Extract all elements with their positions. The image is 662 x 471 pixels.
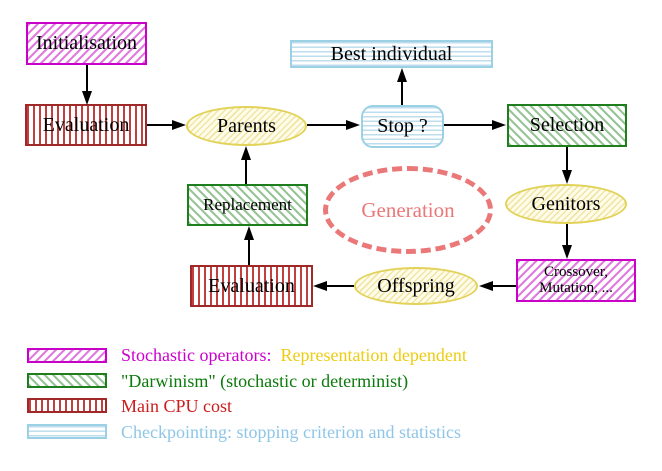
legend-label-cpu-cost: Main CPU cost (121, 396, 233, 416)
arrow-genitors-to-crossover-head (562, 245, 572, 259)
arrow-evaluation-to-replacement-line (248, 240, 250, 265)
node-offspring: Offspring (354, 267, 478, 305)
node-evaluation-top: Evaluation (25, 104, 147, 146)
arrow-selection-to-genitors-head (562, 170, 572, 184)
arrow-initialisation-to-evaluation-line (86, 65, 88, 92)
node-crossover-mutation: Crossover, Mutation, ... (516, 259, 636, 302)
arrow-offspring-to-evaluation-head (313, 281, 327, 291)
node-crossover-line2: Mutation, ... (539, 279, 613, 296)
legend-label-checkpointing: Checkpointing: stopping criterion and st… (121, 422, 461, 442)
node-best-individual-label: Best individual (330, 42, 453, 65)
legend-swatch-checkpointing (27, 424, 107, 439)
arrow-selection-to-genitors-line (566, 147, 568, 171)
arrow-replacement-to-parents-head (241, 146, 251, 160)
generation-label: Generation (361, 197, 455, 222)
node-crossover-mutation-label: Crossover, Mutation, ... (539, 263, 613, 297)
legend-swatch-stochastic-operators (27, 348, 107, 363)
node-initialisation: Initialisation (26, 22, 147, 65)
arrow-replacement-to-parents-line (245, 160, 247, 184)
arrow-evaluation-to-parents-head (172, 120, 186, 130)
arrow-stop-to-selection-head (492, 120, 506, 130)
legend-label-darwinism: "Darwinism" (stochastic or determinist) (121, 371, 409, 391)
arrow-stop-to-best-individual-line (401, 81, 403, 105)
node-replacement: Replacement (187, 184, 308, 226)
node-offspring-label: Offspring (377, 274, 455, 297)
node-crossover-line1: Crossover, (544, 263, 608, 280)
legend-stochastic-text: Stochastic operators: (121, 345, 272, 365)
arrow-parents-to-stop-line (307, 124, 347, 126)
node-evaluation-top-label: Evaluation (42, 113, 130, 136)
node-selection-label: Selection (529, 114, 605, 136)
arrow-stop-to-selection-line (444, 124, 493, 126)
arrow-initialisation-to-evaluation-head (82, 91, 92, 105)
node-parents: Parents (186, 106, 307, 146)
node-stop-label: Stop ? (377, 115, 428, 137)
node-genitors-label: Genitors (531, 192, 601, 215)
node-stop: Stop ? (361, 105, 444, 148)
arrow-stop-to-best-individual-head (397, 68, 407, 82)
generation-cycle-ellipse: Generation (323, 166, 493, 254)
arrow-genitors-to-crossover-line (566, 224, 568, 246)
node-best-individual: Best individual (290, 40, 493, 68)
legend-representation-text: Representation dependent (280, 345, 467, 365)
node-selection: Selection (507, 104, 627, 147)
node-replacement-label: Replacement (203, 195, 292, 215)
node-evaluation-bottom-label: Evaluation (208, 274, 295, 297)
arrow-evaluation-to-replacement-head (244, 226, 254, 240)
node-genitors: Genitors (505, 184, 627, 224)
arrow-parents-to-stop-head (346, 120, 360, 130)
arrow-crossover-to-offspring-head (479, 281, 493, 291)
node-evaluation-bottom: Evaluation (190, 265, 313, 307)
arrow-crossover-to-offspring-line (493, 285, 516, 287)
arrow-offspring-to-evaluation-line (327, 285, 354, 287)
node-initialisation-label: Initialisation (35, 32, 138, 54)
legend-label-stochastic-operators: Stochastic operators: Representation depe… (121, 345, 467, 365)
arrow-evaluation-to-parents-line (147, 124, 173, 126)
node-parents-label: Parents (217, 114, 276, 137)
legend-swatch-darwinism (27, 373, 107, 388)
legend-swatch-cpu-cost (27, 398, 107, 413)
